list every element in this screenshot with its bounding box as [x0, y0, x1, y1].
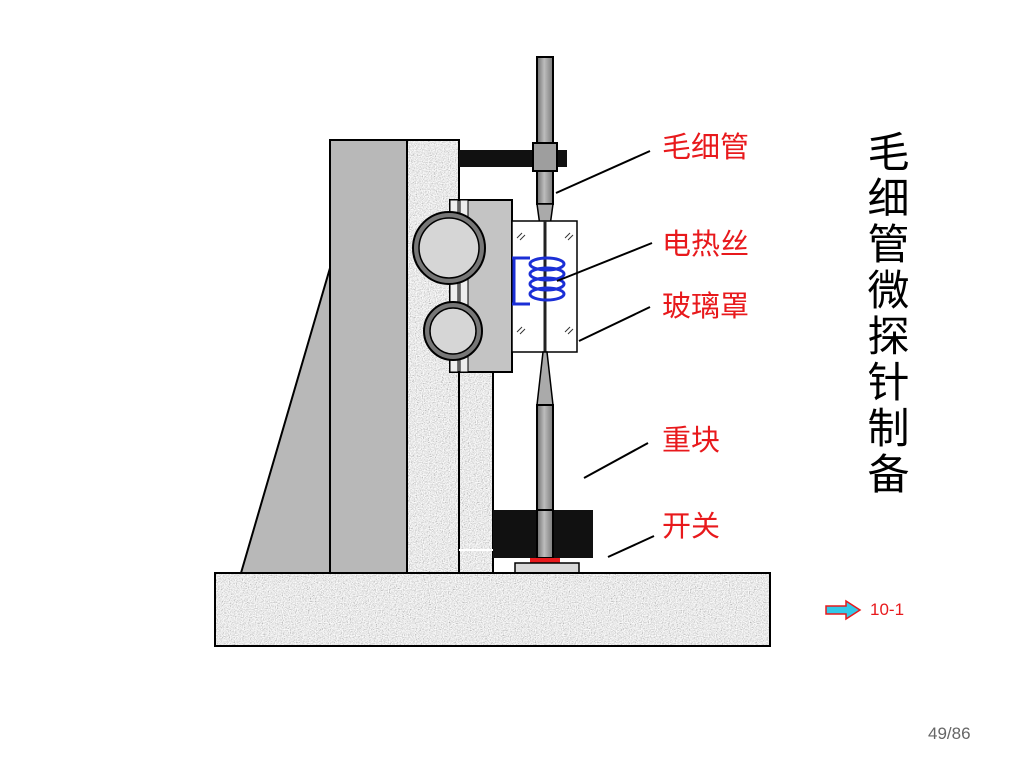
lower-roller: [423, 301, 483, 361]
leader-heating-wire: [556, 242, 653, 282]
leader-weight: [583, 442, 649, 479]
label-switch: 开关: [662, 509, 721, 543]
granite-strip: [459, 372, 493, 573]
support-column: [329, 139, 408, 574]
support-brace: [239, 267, 331, 574]
right-arrow-icon: [825, 599, 862, 621]
heating-coil: [512, 256, 566, 306]
slide-title: 毛细管微探针制备: [861, 130, 910, 498]
upper-roller: [412, 211, 486, 285]
switch-contact: [530, 558, 560, 564]
label-heating-wire: 电热丝: [662, 227, 750, 261]
next-slide-link[interactable]: 10-1: [824, 598, 904, 622]
next-slide-label: 10-1: [870, 600, 905, 619]
page-indicator: 49/86: [928, 724, 971, 743]
granite-base: [215, 573, 770, 646]
leader-glass-cover: [578, 306, 651, 342]
label-weight: 重块: [662, 423, 721, 457]
label-glass-cover: 玻璃罩: [662, 289, 750, 323]
switch-base: [514, 562, 580, 574]
label-capillary: 毛细管: [662, 130, 750, 164]
upper-capillary-rod: [536, 56, 554, 205]
leader-capillary: [555, 150, 651, 194]
lower-capillary-taper: [536, 351, 554, 406]
leader-switch: [607, 535, 655, 558]
